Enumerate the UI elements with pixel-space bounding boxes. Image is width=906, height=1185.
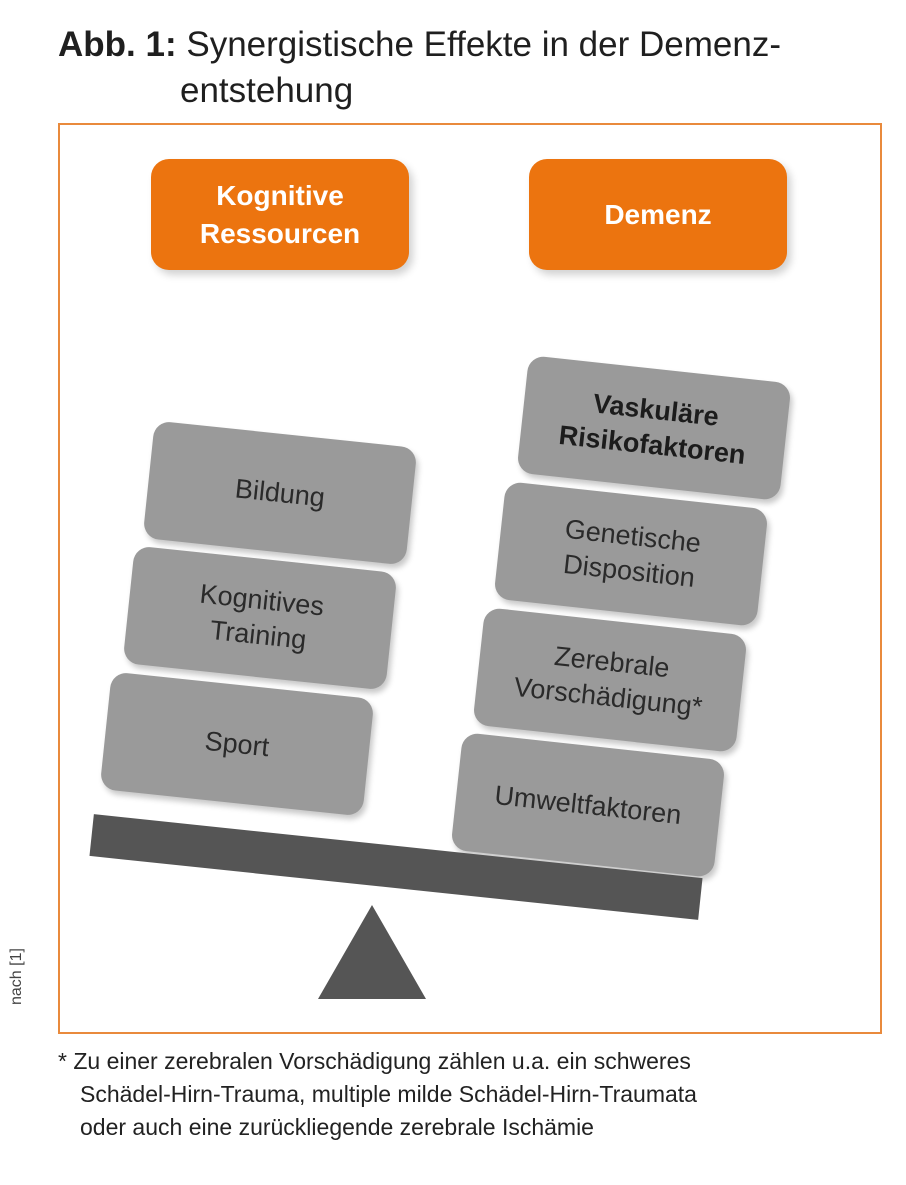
- block-sport-label: Sport: [203, 725, 271, 762]
- diagram-frame: [58, 123, 882, 1034]
- box-demenz: Demenz: [529, 159, 787, 270]
- source-note: nach [1]: [8, 948, 25, 1005]
- block-bildung-label: Bildung: [233, 472, 327, 513]
- title-line-1: Synergistische Effekte in der Demenz-: [186, 25, 781, 64]
- box-demenz-label: Demenz: [604, 198, 712, 230]
- footnote-line-3: oder auch eine zurückliegende zerebrale …: [80, 1114, 594, 1140]
- footnote-line-1: * Zu einer zerebralen Vorschädigung zähl…: [58, 1048, 691, 1074]
- box-kognitive-line-1: Kognitive: [216, 179, 344, 211]
- footnote: * Zu einer zerebralen Vorschädigung zähl…: [58, 1045, 888, 1144]
- box-kognitive-line-2: Ressourcen: [199, 217, 361, 249]
- box-kognitive-ressourcen: Kognitive Ressourcen: [151, 159, 409, 270]
- footnote-line-2: Schädel-Hirn-Trauma, multiple milde Schä…: [80, 1081, 697, 1107]
- block-umwelt-label: Umweltfaktoren: [493, 779, 683, 830]
- title-line-2: entstehung: [180, 71, 354, 110]
- figure-label: Abb. 1:: [58, 25, 177, 64]
- seesaw-fulcrum: [318, 905, 426, 999]
- figure-title: Abb. 1: Synergistische Effekte in der De…: [58, 22, 878, 114]
